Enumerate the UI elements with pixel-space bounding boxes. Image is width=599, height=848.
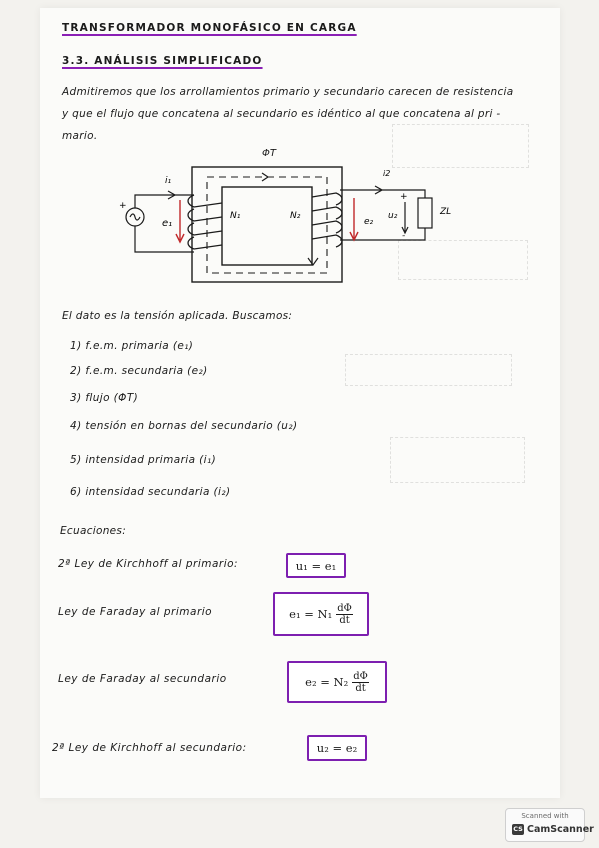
source-plus: + <box>119 201 127 211</box>
flux-label: ΦT <box>262 148 277 159</box>
list-item: 1) f.e.m. primaria (e₁) <box>70 340 194 352</box>
equation-box: u₂ = e₂ <box>307 735 367 761</box>
bleed-through-box <box>390 437 525 483</box>
fraction-denominator: dt <box>339 614 350 626</box>
u2-minus: - <box>402 231 405 241</box>
transformer-diagram: ΦT i₁ + e₁ N₁ N₂ i2 + - ZL e₂ <box>119 148 451 283</box>
watermark-caption: Scanned with <box>521 812 569 820</box>
flux-arrow-right <box>307 257 319 267</box>
equations-heading: Ecuaciones: <box>60 525 127 537</box>
primary-winding <box>187 194 223 250</box>
equation-text: u₂ = e₂ <box>316 741 358 755</box>
primary-circuit <box>125 194 194 253</box>
bleed-through-box <box>392 124 529 168</box>
fraction-numerator: dΦ <box>336 602 353 615</box>
intro-line-2: y que el flujo que concatena al secundar… <box>62 108 501 120</box>
fraction-numerator: dΦ <box>352 670 369 683</box>
load-label: ZL <box>439 207 451 217</box>
list-item: 5) intensidad primaria (i₁) <box>70 454 217 466</box>
derivative-fraction: dΦ dt <box>352 671 369 694</box>
equation-box: e₂ = N₂ dΦ dt <box>287 661 387 703</box>
bleed-through-box <box>345 354 512 386</box>
camscanner-watermark: Scanned with CS CamScanner <box>505 808 594 842</box>
u2-plus: + <box>400 192 408 202</box>
equation-box: e₁ = N₁ dΦ dt <box>273 592 369 636</box>
core-window <box>221 186 313 266</box>
list-item: 4) tensión en bornas del secundario (u₂) <box>70 420 298 432</box>
watermark-brand: CamScanner <box>527 824 594 835</box>
n1-label: N₁ <box>230 211 241 221</box>
equation-label: Ley de Faraday al secundario <box>58 673 227 685</box>
data-intro: El dato es la tensión aplicada. Buscamos… <box>62 310 293 322</box>
intro-line-1: Admitiremos que los arrollamientos prima… <box>62 86 514 98</box>
i1-label: i₁ <box>165 176 172 186</box>
u2-label: u₂ <box>388 211 398 221</box>
equation-text: e₂ = N₂ <box>305 675 349 689</box>
equation-label: 2ª Ley de Kirchhoff al primario: <box>58 558 239 570</box>
equation-text: e₁ = N₁ <box>289 607 333 621</box>
i2-arrow <box>374 185 384 195</box>
equation-text: u₁ = e₁ <box>295 558 337 573</box>
derivative-fraction: dΦ dt <box>336 603 353 626</box>
n2-label: N₂ <box>290 211 301 221</box>
bleed-through-box <box>398 240 528 280</box>
e2-label: e₂ <box>364 217 374 227</box>
i1-arrow <box>167 190 177 200</box>
secondary-circuit <box>340 189 433 241</box>
list-item: 2) f.e.m. secundaria (e₂) <box>70 365 208 377</box>
camscanner-icon: CS <box>512 824 524 835</box>
flux-arrow-top <box>261 172 270 182</box>
equation-label: Ley de Faraday al primario <box>58 606 213 618</box>
i2-label: i2 <box>383 169 390 178</box>
intro-line-3: mario. <box>62 130 98 142</box>
equation-label: 2ª Ley de Kirchhoff al secundario: <box>52 742 247 754</box>
fraction-denominator: dt <box>355 682 366 694</box>
list-item: 6) intensidad secundaria (i₂) <box>70 486 231 498</box>
list-item: 3) flujo (ΦT) <box>70 392 139 404</box>
e1-label: e₁ <box>162 218 172 229</box>
page-title: TRANSFORMADOR MONOFÁSICO EN CARGA <box>62 22 357 34</box>
section-heading: 3.3. ANÁLISIS SIMPLIFICADO <box>62 55 263 67</box>
equation-box: u₁ = e₁ <box>286 553 346 578</box>
